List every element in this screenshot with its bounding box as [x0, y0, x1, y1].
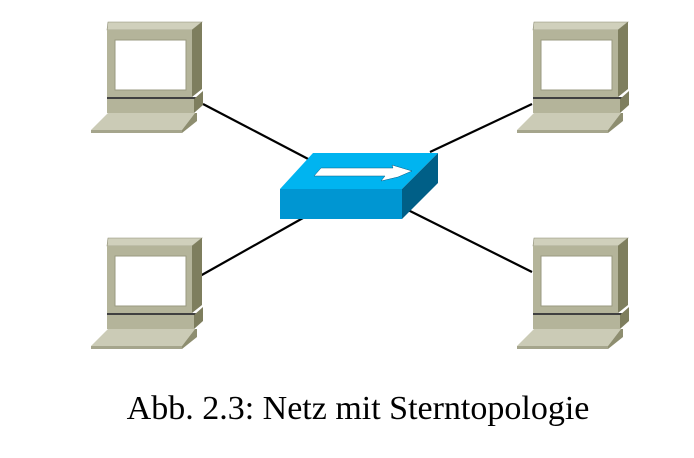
link-top-left — [202, 103, 313, 162]
computer-icon-bottom-left — [90, 237, 204, 350]
switch-icon — [280, 153, 438, 219]
switch-arrow-icon — [313, 164, 413, 182]
computer-icon-bottom-right — [516, 237, 630, 350]
links — [199, 103, 533, 277]
computer-icon-top-right — [516, 21, 630, 134]
link-bottom-left — [199, 217, 304, 277]
figure-caption: Abb. 2.3: Netz mit Sterntopologie — [126, 390, 590, 427]
link-top-right — [429, 103, 533, 153]
computer-icon-top-left — [90, 21, 204, 134]
link-bottom-right — [407, 209, 533, 273]
